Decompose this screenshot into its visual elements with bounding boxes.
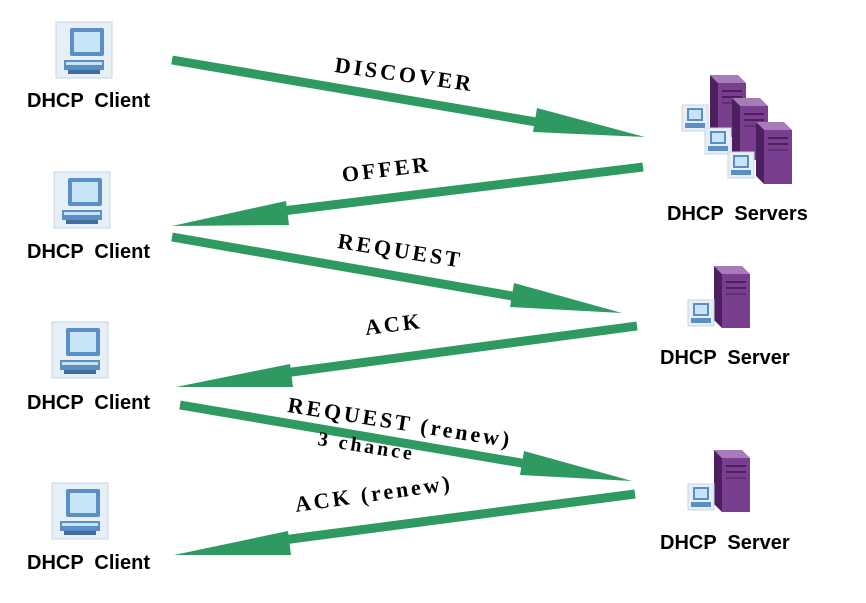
arrow-ack bbox=[176, 321, 638, 387]
client-computer-icon bbox=[51, 482, 109, 540]
server-icon bbox=[687, 449, 751, 513]
server-cluster-icon bbox=[681, 74, 793, 185]
client-computer-icon bbox=[51, 321, 109, 379]
servers-label: DHCP Servers bbox=[667, 203, 808, 225]
client-computer-icon bbox=[55, 21, 113, 79]
arrow-request-renew bbox=[179, 400, 632, 481]
client-label: DHCP Client bbox=[27, 90, 150, 112]
client-label: DHCP Client bbox=[27, 241, 150, 263]
arrow-ack-renew bbox=[174, 489, 636, 555]
client-label: DHCP Client bbox=[27, 552, 150, 574]
server-label: DHCP Server bbox=[660, 347, 790, 369]
arrow-request bbox=[171, 232, 622, 313]
server-label: DHCP Server bbox=[660, 532, 790, 554]
client-computer-icon bbox=[53, 171, 111, 229]
server-icon bbox=[687, 265, 751, 329]
arrow-discover bbox=[171, 55, 645, 137]
client-label: DHCP Client bbox=[27, 392, 150, 414]
arrow-offer bbox=[172, 162, 644, 226]
